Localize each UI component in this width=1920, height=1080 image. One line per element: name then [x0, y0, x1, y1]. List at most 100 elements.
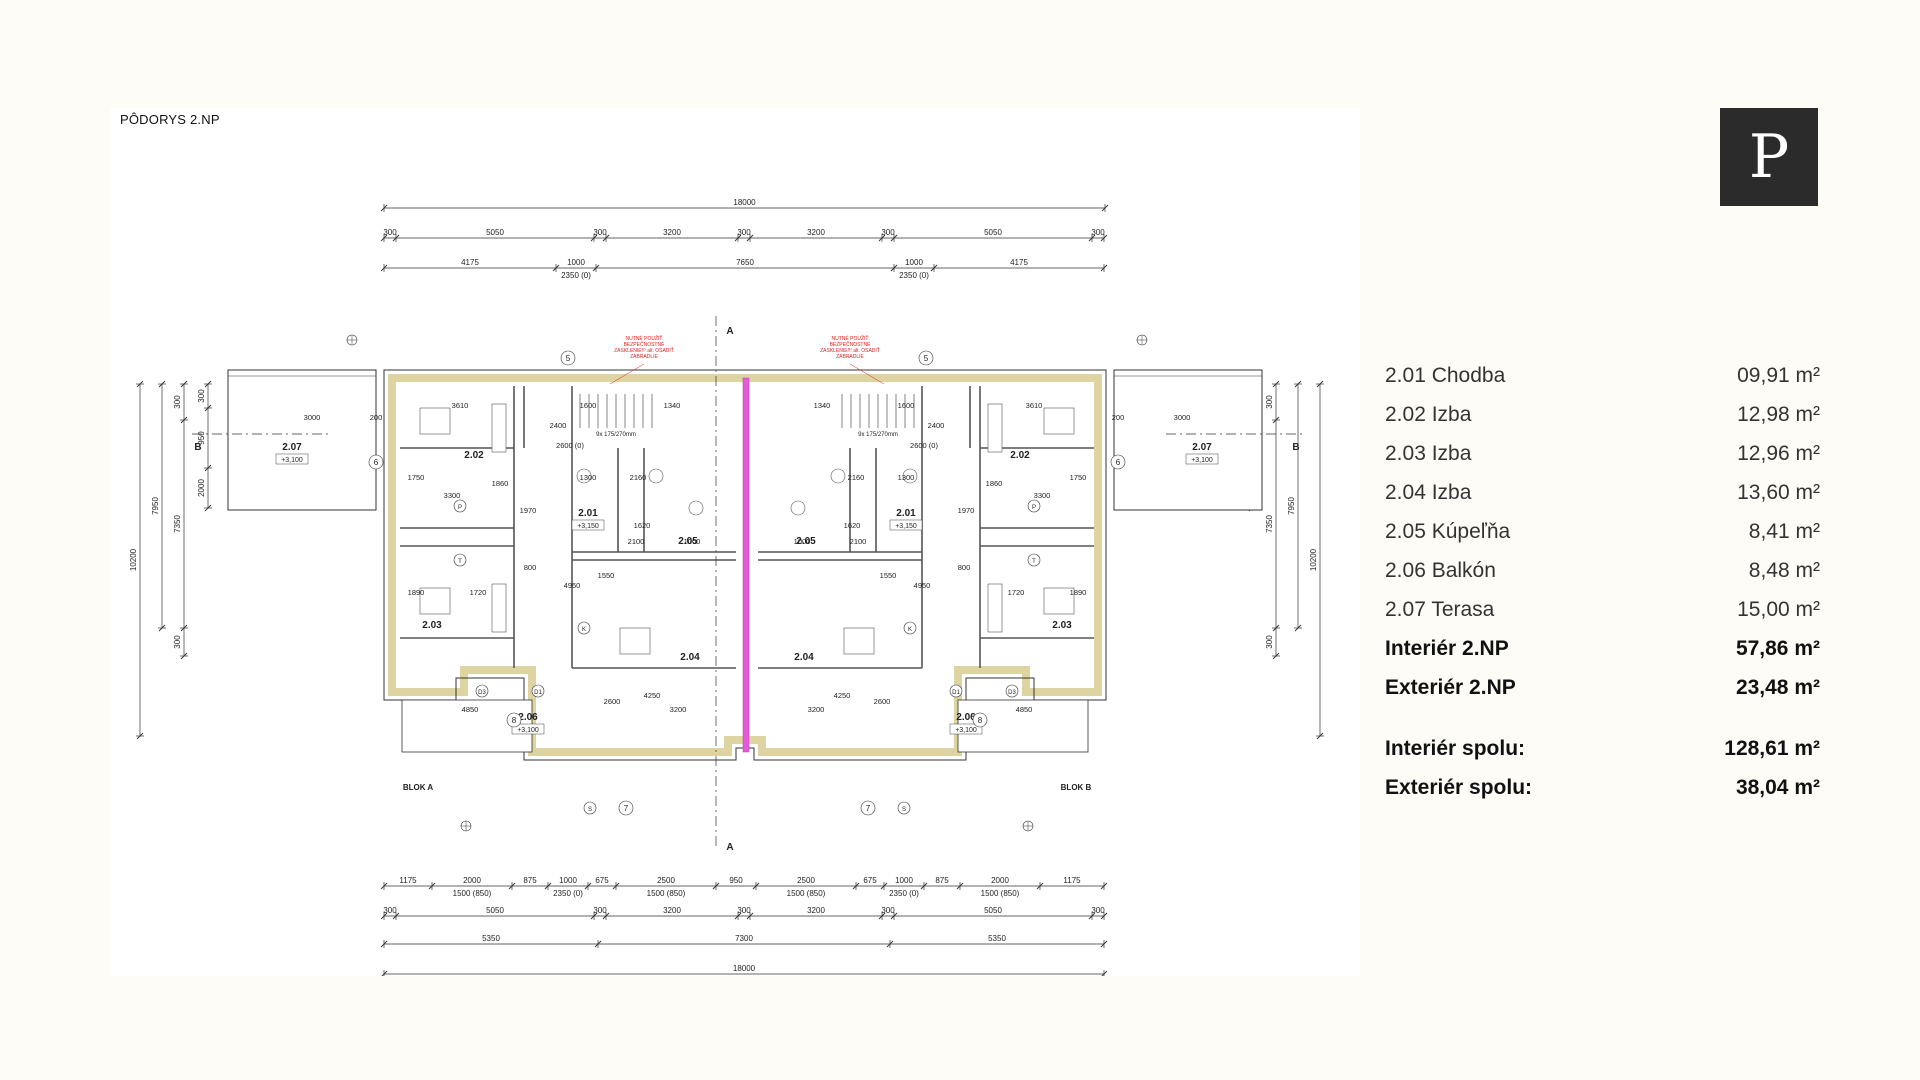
- dim-bottom-row3-label: 5350: [988, 934, 1006, 943]
- dim-side-right-3-label: 300: [1265, 395, 1274, 409]
- dim-top-row3-label: 4175: [461, 258, 479, 267]
- dim-side-left-3-slash: [180, 380, 188, 388]
- room-label: 2.06: [518, 712, 538, 723]
- room-dim-label: 1620: [634, 521, 651, 530]
- area-room-name: 2.03 Izba: [1385, 442, 1472, 465]
- area-room-value: 8,41 m²: [1748, 520, 1820, 543]
- element-tag: [453, 553, 467, 567]
- room-dim-label: 3610: [452, 401, 469, 410]
- dim-side-left-4-slash: [204, 504, 212, 512]
- bed: [1043, 407, 1075, 435]
- room-dim-label: 1600: [580, 401, 597, 410]
- element-tag-number: [506, 712, 522, 728]
- room-dim-label: 2600: [874, 697, 891, 706]
- dim-bottom-row1-sub: 1500 (850): [647, 889, 686, 898]
- note-leader: [609, 363, 645, 385]
- block-label-a: BLOK A: [403, 783, 434, 792]
- element-tag-number: [1110, 454, 1126, 470]
- dim-bottom-row1-sub: 1500 (850): [981, 889, 1020, 898]
- dim-side-left-4-slash: [204, 464, 212, 472]
- dim-side-left-4-slash: [204, 380, 212, 388]
- room-dim-label: 1720: [1008, 588, 1025, 597]
- room-dim-label: 4950: [914, 581, 931, 590]
- level-label: +3,100: [955, 727, 977, 734]
- dim-bottom-row2-slash: [890, 912, 898, 920]
- dim-side-right-3-slash: [1272, 380, 1280, 388]
- bed: [1043, 587, 1075, 615]
- dim-top-row2-label: 300: [383, 228, 397, 237]
- sanitary-fixture: [648, 468, 664, 484]
- area-room-value: 15,00 m²: [1737, 598, 1820, 621]
- stair-label: 9x 175/270mm: [858, 432, 898, 438]
- dim-top-row3-sub: 2350 (0): [561, 271, 591, 280]
- dim-bottom-row1-slash: [584, 882, 592, 890]
- dim-bottom-overall-slash: [1101, 970, 1108, 976]
- room-dim-label: 1550: [880, 571, 897, 580]
- dim-top-row2-slash: [392, 234, 400, 242]
- dim-top-row2-label: 300: [881, 228, 895, 237]
- area-total-value: 38,04 m²: [1735, 776, 1820, 799]
- dim-top-row2-slash: [878, 234, 886, 242]
- dim-side-right-2-slash: [1294, 624, 1302, 632]
- brand-logo: P: [1720, 108, 1818, 206]
- area-room-name: 2.06 Balkón: [1385, 559, 1496, 582]
- dim-bottom-row1-label: 1000: [895, 876, 913, 885]
- party-wall: [742, 377, 750, 753]
- level-label: +3,100: [517, 727, 539, 734]
- room-label: 2.07: [1192, 442, 1212, 453]
- room-dim-label: 1890: [408, 588, 425, 597]
- room-dim-label: 2600 (0): [556, 441, 584, 450]
- sanitary-fixture: [688, 500, 704, 516]
- dim-bottom-row1-slash: [712, 882, 720, 890]
- dim-top-row3-slash: [890, 264, 898, 272]
- dim-top-row2-label: 300: [1091, 228, 1105, 237]
- bed: [843, 627, 875, 655]
- insulation-layer: [388, 374, 1102, 756]
- dim-bottom-row1-sub: 1500 (850): [453, 889, 492, 898]
- dim-bottom-row2-label: 300: [881, 906, 895, 915]
- area-room-name: 2.02 Izba: [1385, 403, 1472, 426]
- element-tag-number: [972, 712, 988, 728]
- room-dim-label: 4850: [462, 705, 479, 714]
- dim-side-left-3-label: 7350: [173, 515, 182, 533]
- element-tag-number-label: 5: [924, 354, 929, 363]
- sanitary-fixture: [902, 468, 918, 484]
- room-dim-label: 4950: [564, 581, 581, 590]
- room-dim-label: 2100: [850, 537, 867, 546]
- block-label-b: BLOK B: [1061, 783, 1092, 792]
- room-label: 2.02: [464, 450, 484, 461]
- bed: [419, 587, 451, 615]
- dim-top-row3-slash: [380, 264, 388, 272]
- area-row-exterior-total: Exteriér spolu:38,04 m²: [1385, 776, 1820, 815]
- dim-top-row2-slash: [380, 234, 388, 242]
- dim-top-row3-label: 7650: [736, 258, 754, 267]
- dim-side-right-2-slash: [1294, 380, 1302, 388]
- dim-bottom-row2-slash: [734, 912, 742, 920]
- dim-side-left-1-slash: [136, 380, 144, 388]
- dim-top-row2-label: 3200: [663, 228, 681, 237]
- room-dim-label: 2160: [630, 473, 647, 482]
- room-label: 2.05: [678, 536, 698, 547]
- room-dim-label: 1300: [580, 473, 597, 482]
- room-dim-label: 200: [1112, 413, 1125, 422]
- room-dim-label: 4250: [834, 691, 851, 700]
- dim-bottom-row1-slash: [1100, 882, 1108, 890]
- dim-top-row2-slash: [602, 234, 610, 242]
- dim-top-row2-slash: [734, 234, 742, 242]
- dim-bottom-row2-slash: [590, 912, 598, 920]
- room-dim-label: 2600 (0): [910, 441, 938, 450]
- element-tag: [475, 684, 489, 698]
- dim-side-left-3-label: 300: [173, 635, 182, 649]
- dim-top-row2-slash: [1088, 234, 1096, 242]
- element-tag-label: D3: [478, 690, 486, 696]
- room-dim-label: 1550: [598, 571, 615, 580]
- room-dim-label: 1970: [958, 506, 975, 515]
- dim-bottom-row2-label: 300: [737, 906, 751, 915]
- dim-top-overall-slash: [1101, 204, 1109, 212]
- element-tag-number: [860, 800, 876, 816]
